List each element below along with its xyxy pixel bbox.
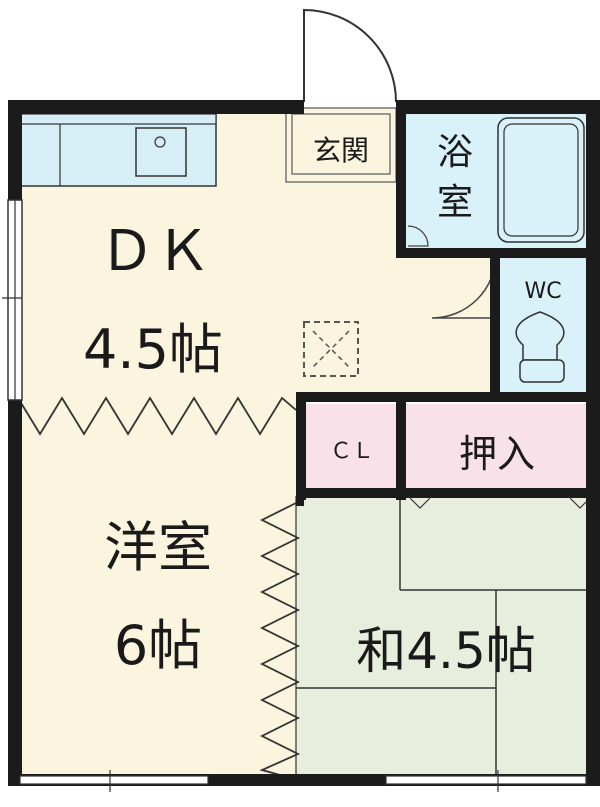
walls bbox=[8, 100, 600, 786]
bottom-window-left bbox=[19, 775, 209, 785]
dk-size: 4.5帖 bbox=[83, 318, 223, 381]
kitchen-sink bbox=[135, 127, 187, 177]
bath-door-swing bbox=[407, 225, 429, 247]
ventilation-icon bbox=[303, 321, 359, 377]
kitchen-counter-top bbox=[19, 113, 217, 125]
closet-label: ＣＬ bbox=[330, 439, 374, 464]
entrance-door-swing bbox=[303, 8, 397, 103]
japanese-room-floor bbox=[296, 496, 592, 780]
entrance-label: 玄関 bbox=[313, 134, 369, 167]
sink-drain-icon bbox=[154, 136, 166, 148]
japanese-label: 和4.5帖 bbox=[356, 622, 536, 680]
oshiire-floor bbox=[404, 404, 592, 490]
wc-label: WC bbox=[524, 279, 561, 304]
western-size: 6帖 bbox=[114, 614, 202, 677]
entrance-mat bbox=[291, 113, 391, 175]
dk-name: ＤＫ bbox=[99, 219, 211, 284]
dk-accordion-partition bbox=[17, 396, 297, 436]
toilet-icon bbox=[515, 311, 565, 361]
bath-label-1: 浴 bbox=[437, 132, 473, 173]
toilet-tank bbox=[519, 359, 565, 383]
western-room-floor bbox=[14, 398, 304, 780]
bath-label-2: 室 bbox=[437, 182, 473, 223]
tatami-lines bbox=[296, 496, 592, 780]
closet-floor bbox=[302, 404, 396, 490]
bathtub-inner bbox=[503, 123, 579, 237]
bottom-window-right bbox=[385, 775, 587, 785]
western-accordion-partition bbox=[259, 501, 301, 781]
oshiire-label: 押入 bbox=[459, 432, 535, 476]
western-name: 洋室 bbox=[104, 516, 212, 579]
